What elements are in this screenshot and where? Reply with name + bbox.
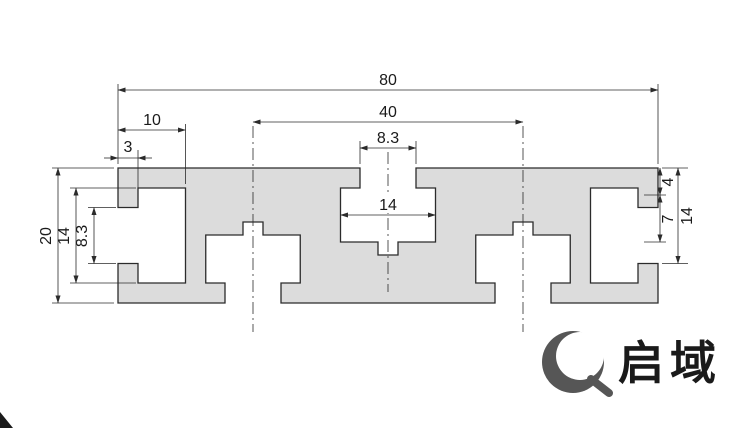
- centerlines: [252, 126, 524, 332]
- extension-lines: [52, 84, 688, 304]
- brand-logo: 启域: [542, 331, 722, 397]
- dimension-lines: [55, 87, 681, 304]
- dim-label-end-slot-depth: 10: [143, 112, 161, 129]
- dim-label-right-d14: 14: [679, 207, 696, 225]
- dim-label-top-cavity: 14: [379, 197, 397, 214]
- logo-text: 启域: [618, 337, 722, 389]
- logo-ring-inner: [556, 332, 604, 380]
- dim-label-slot-spacing: 40: [379, 104, 397, 121]
- logo-q-tail-icon: [587, 375, 613, 397]
- dim-label-overall-height: 20: [38, 227, 55, 245]
- dim-label-overall-width: 80: [379, 72, 397, 89]
- label-backing: [373, 196, 403, 213]
- dim-label-right-d4: 4: [660, 177, 677, 186]
- dimension-labels: 80 40 10 3 8.3 14 20 14 8.3 4 7 14: [38, 72, 696, 247]
- dim-label-opening-height: 8.3: [74, 225, 91, 247]
- dim-label-neck-depth: 3: [124, 139, 133, 156]
- dim-label-cavity-height: 14: [56, 227, 73, 245]
- corner-mark: [0, 412, 13, 428]
- dim-label-right-d7: 7: [660, 214, 677, 223]
- dim-label-top-opening: 8.3: [377, 130, 399, 147]
